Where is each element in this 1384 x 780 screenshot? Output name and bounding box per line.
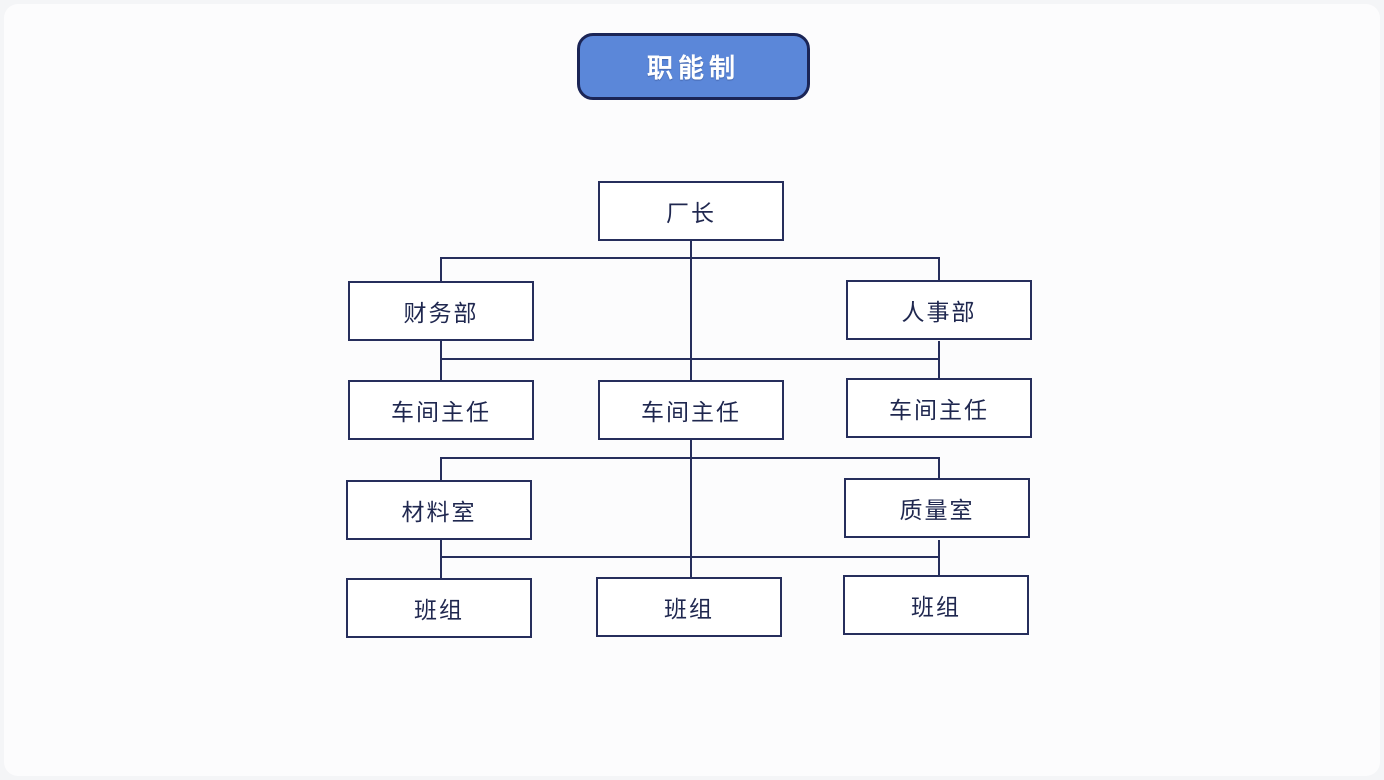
org-node-label: 班组 — [664, 596, 714, 622]
connector-line-horizontal — [440, 457, 940, 459]
org-node-label: 车间主任 — [391, 399, 491, 425]
org-node-label: 厂长 — [666, 200, 716, 226]
connector-line-horizontal — [440, 257, 940, 259]
org-node-label: 车间主任 — [889, 397, 989, 423]
connector-line-vertical — [440, 341, 442, 382]
org-node-quality-room: 质量室 — [844, 478, 1030, 538]
org-node-label: 材料室 — [401, 499, 477, 525]
connector-line-vertical — [938, 257, 940, 283]
org-node-label: 班组 — [414, 597, 464, 623]
org-node-team-center: 班组 — [596, 577, 782, 637]
org-node-label: 财务部 — [403, 300, 479, 326]
connector-line-vertical — [690, 241, 692, 382]
org-node-finance-dept: 财务部 — [348, 281, 534, 341]
diagram-title-badge: 职能制 — [577, 33, 810, 100]
connector-line-vertical — [938, 540, 940, 580]
connector-line-vertical — [440, 457, 442, 483]
connector-line-vertical — [938, 457, 940, 483]
connector-line-vertical — [440, 540, 442, 580]
org-node-workshop-director-right: 车间主任 — [846, 378, 1032, 438]
connector-line-vertical — [440, 257, 442, 283]
org-node-hr-dept: 人事部 — [846, 280, 1032, 340]
org-node-materials-room: 材料室 — [346, 480, 532, 540]
org-node-label: 质量室 — [899, 497, 975, 523]
org-node-workshop-director-center: 车间主任 — [598, 380, 784, 440]
org-node-label: 车间主任 — [641, 399, 741, 425]
org-node-factory-director: 厂长 — [598, 181, 784, 241]
org-node-team-left: 班组 — [346, 578, 532, 638]
org-node-label: 人事部 — [901, 299, 977, 325]
org-node-label: 班组 — [911, 594, 961, 620]
connector-line-vertical — [690, 440, 692, 580]
connector-line-horizontal — [440, 556, 940, 558]
org-node-workshop-director-left: 车间主任 — [348, 380, 534, 440]
connector-line-horizontal — [440, 358, 940, 360]
connector-line-vertical — [938, 341, 940, 382]
org-node-team-right: 班组 — [843, 575, 1029, 635]
diagram-title-label: 职能制 — [646, 53, 740, 83]
